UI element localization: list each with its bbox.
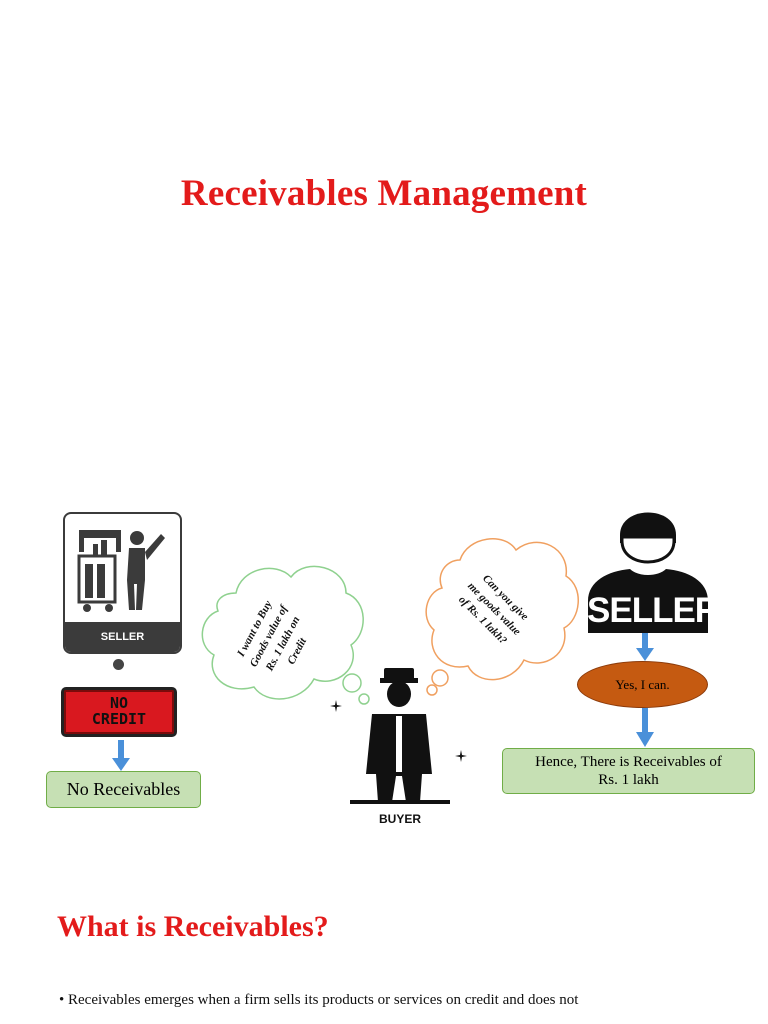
hence-line-1: Hence, There is Receivables of bbox=[535, 754, 722, 770]
buyer-label: BUYER bbox=[378, 812, 421, 826]
seller-figure-icon bbox=[588, 512, 708, 633]
seller-sign: SELLER bbox=[63, 512, 182, 654]
thought-cloud-icon bbox=[201, 565, 370, 705]
yes-oval: Yes, I can. bbox=[577, 661, 708, 708]
seller-sign-label: SELLER bbox=[65, 622, 180, 652]
page-title: Receivables Management bbox=[180, 173, 588, 214]
bullet-text: • Receivables emerges when a firm sells … bbox=[59, 992, 579, 1008]
no-credit-line-2: CREDIT bbox=[91, 710, 147, 728]
section-heading: What is Receivables? bbox=[57, 910, 329, 943]
arrow-down-icon bbox=[112, 740, 130, 771]
no-receivables-box: No Receivables bbox=[46, 771, 201, 808]
seller-cart-icon bbox=[77, 530, 165, 612]
no-credit-stamp: NO CREDIT bbox=[61, 687, 177, 737]
thought-cloud-icon bbox=[425, 538, 579, 696]
hence-line-2: Rs. 1 lakh bbox=[598, 772, 659, 788]
buyer-figure-icon bbox=[350, 668, 450, 804]
sign-pin bbox=[113, 659, 124, 670]
arrow-down-icon bbox=[636, 630, 654, 661]
arrow-down-icon bbox=[636, 708, 654, 747]
hence-box: Hence, There is Receivables of Rs. 1 lak… bbox=[502, 748, 755, 794]
sparkle-icon bbox=[455, 750, 467, 762]
seller-label: SELLER bbox=[587, 591, 720, 630]
sparkle-icon bbox=[330, 700, 342, 712]
no-credit-line-1: NO bbox=[109, 694, 129, 712]
